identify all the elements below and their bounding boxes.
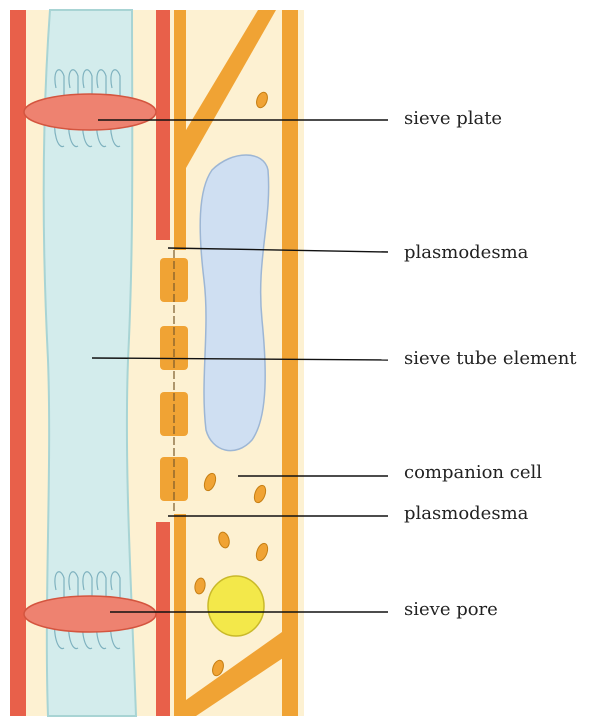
sieve-plate-upper: [24, 94, 156, 130]
sieve-tube-right-wall-lower: [156, 522, 170, 716]
label-sieve-tube-element: sieve tube element: [404, 350, 577, 368]
companion-cell-left-wall-upper: [174, 10, 186, 250]
nucleus: [208, 576, 264, 636]
sieve-tube-right-wall-upper: [156, 10, 170, 240]
label-companion-cell: companion cell: [404, 464, 542, 482]
label-sieve-pore: sieve pore: [404, 601, 498, 619]
label-plasmodesma-bottom: plasmodesma: [404, 505, 528, 523]
label-plasmodesma-top: plasmodesma: [404, 244, 528, 262]
label-sieve-plate: sieve plate: [404, 110, 502, 128]
companion-cell-left-wall-lower: [174, 514, 186, 716]
vacuole: [200, 155, 268, 451]
sieve-plate-lower: [24, 596, 156, 632]
sieve-tube-left-wall: [10, 10, 26, 716]
companion-cell-right-wall: [282, 10, 298, 716]
